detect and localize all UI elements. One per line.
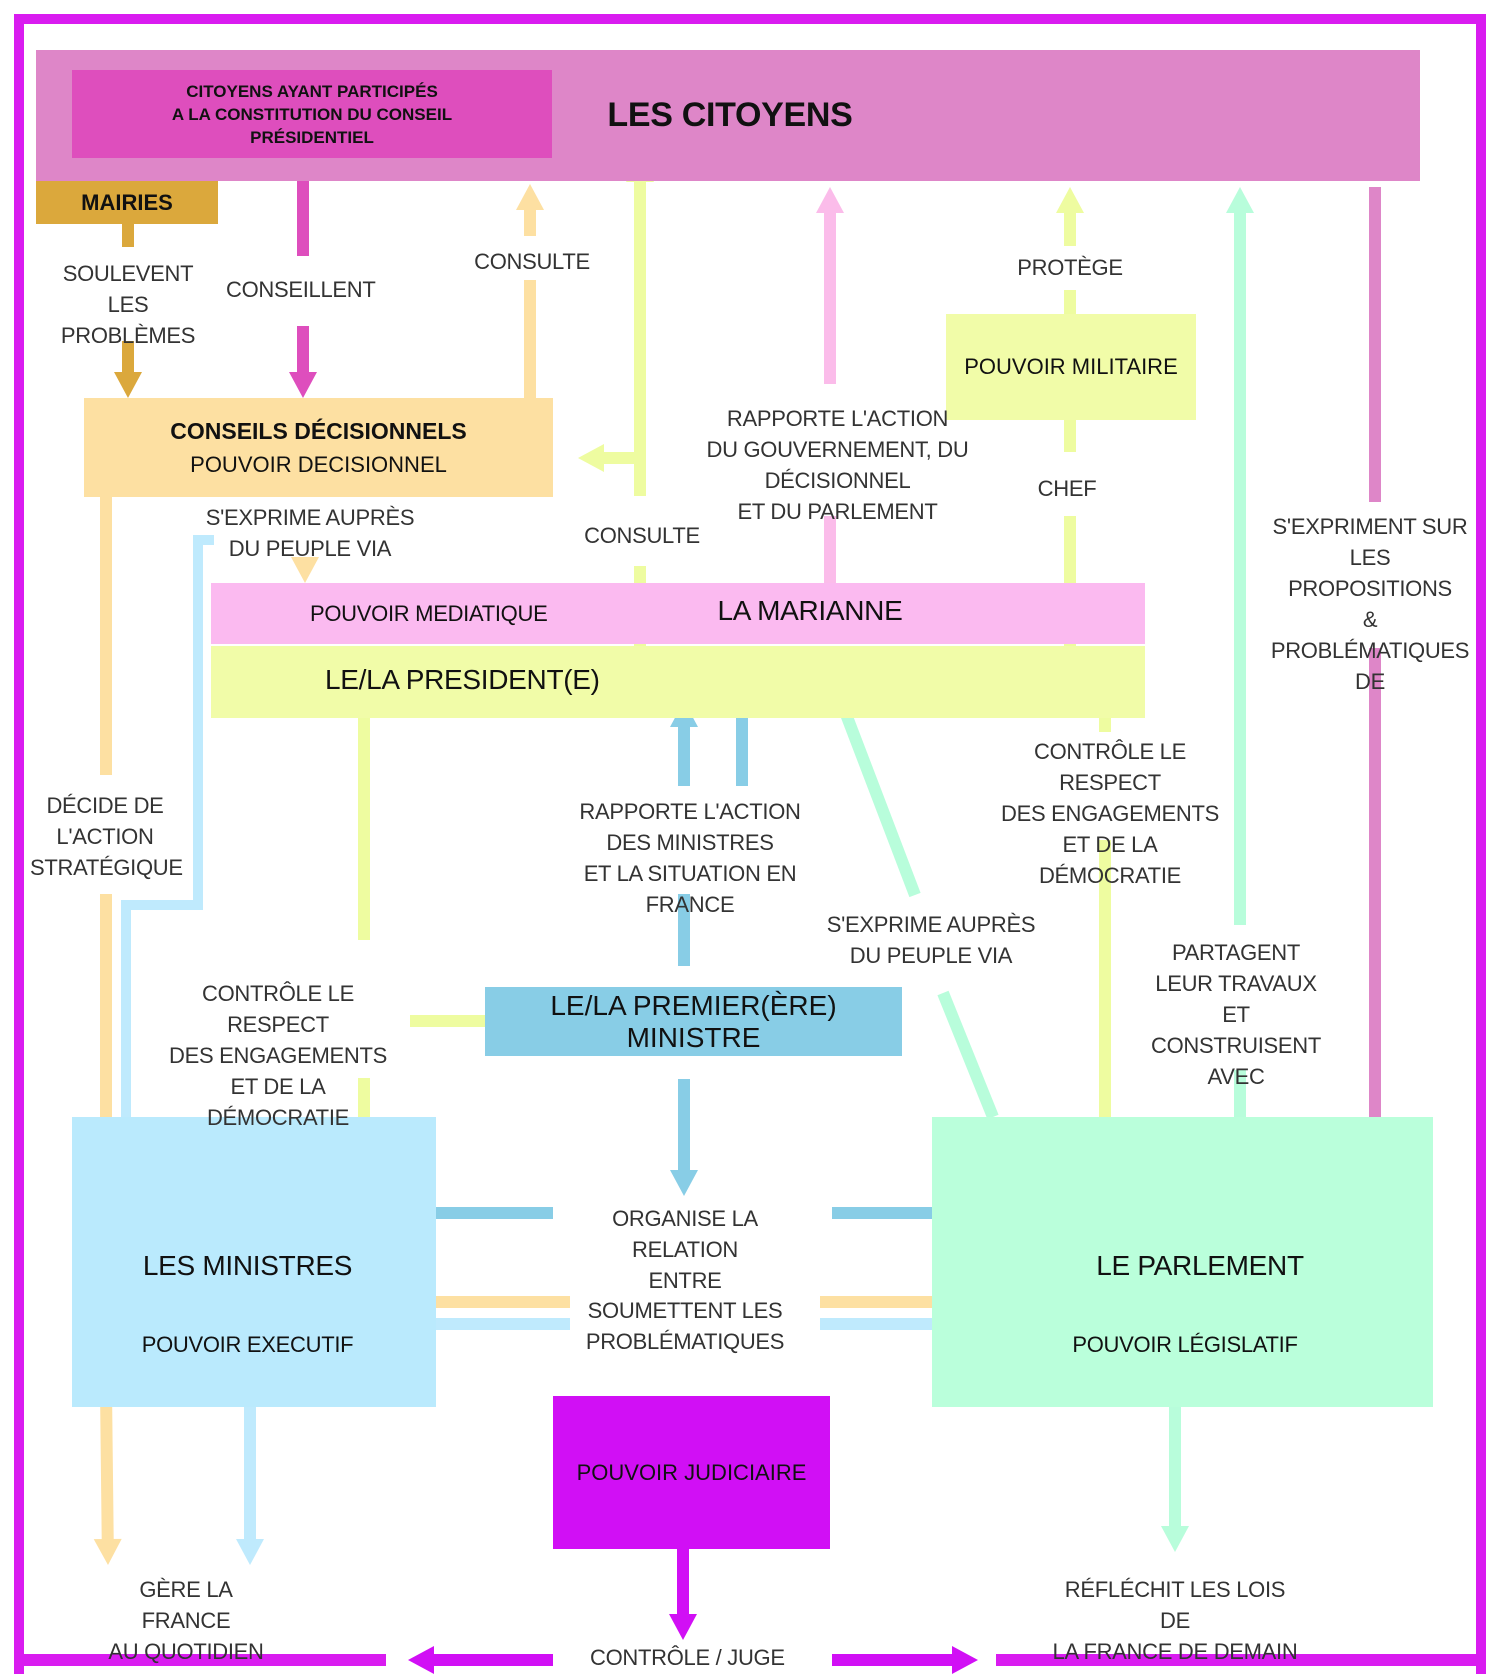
- arrow-consulte-mid-c: [578, 444, 640, 472]
- arrow-juge-down: [669, 1549, 697, 1640]
- pouvoir-mediatique-label: POUVOIR MEDIATIQUE: [310, 601, 548, 626]
- arrow-mairies-down-b: [114, 341, 142, 398]
- outer-frame: [14, 14, 1486, 1674]
- label-soulevent: SOULEVENT LES PROBLÈMES: [60, 261, 196, 348]
- pouvoir-judiciaire-box: POUVOIR JUDICIAIRE: [553, 1396, 830, 1549]
- label-decide: DÉCIDE DE L'ACTION STRATÉGIQUE: [30, 793, 183, 880]
- pouvoir-militaire-box: POUVOIR MILITAIRE: [946, 314, 1196, 420]
- conseils-box: CONSEILS DÉCISIONNELS POUVOIR DECISIONNE…: [84, 398, 553, 497]
- arrow-protege-b: [1056, 187, 1084, 246]
- ministres-title: LES MINISTRES: [142, 1250, 353, 1281]
- marianne-label: LA MARIANNE: [717, 595, 903, 626]
- arrow-juge-right: [832, 1646, 978, 1674]
- label-sexprime-conseils: S'EXPRIME AUPRÈS DU PEUPLE VIA: [205, 505, 415, 561]
- label-rapporte-ministres: RAPPORTE L'ACTION DES MINISTRES ET LA SI…: [579, 799, 801, 917]
- mediatique-band: [211, 583, 1145, 644]
- arrow-organise-down: [670, 1079, 698, 1196]
- frame-bottom-right: [996, 1654, 1486, 1666]
- arrow-rapporte-gouv-b: [816, 187, 844, 384]
- premier-ministre-box: LE/LA PREMIER(ÈRE) MINISTRE: [485, 987, 902, 1056]
- ministres-subtitle: POUVOIR EXECUTIF: [141, 1332, 354, 1357]
- label-partagent: PARTAGENT LEUR TRAVAUX ET CONSTRUISENT A…: [1151, 940, 1321, 1089]
- label-protege: PROTÈGE: [1017, 255, 1123, 280]
- arrow-juge-left: [408, 1646, 553, 1674]
- label-controle-ministres: CONTRÔLE LE RESPECT DES ENGAGEMENTS ET D…: [169, 981, 387, 1130]
- arrow-ministres-mediatique: [121, 535, 214, 1117]
- label-chef: CHEF: [1037, 476, 1097, 501]
- president-label: LE/LA PRESIDENT(E): [325, 664, 600, 695]
- label-reflechit: RÉFLÉCHIT LES LOIS DE LA FRANCE DE DEMAI…: [1052, 1577, 1298, 1664]
- arrow-sexprime-conseils: [291, 557, 319, 583]
- mairies-box: MAIRIES: [36, 181, 218, 224]
- label-organise: ORGANISE LA RELATION ENTRE: [612, 1206, 758, 1293]
- arrow-consulte-top-b: [516, 184, 544, 236]
- parlement-subtitle: POUVOIR LÉGISLATIF: [1072, 1332, 1298, 1357]
- label-controle-parlement: CONTRÔLE LE RESPECT DES ENGAGEMENTS ET D…: [1001, 739, 1219, 888]
- label-rapporte-gouvernement: RAPPORTE L'ACTION DU GOUVERNEMENT, DU DÉ…: [706, 406, 969, 524]
- citoyens-title: LES CITOYENS: [607, 96, 853, 134]
- arrow-conseillent-b: [289, 326, 317, 398]
- conseils-subtitle: POUVOIR DECISIONNEL: [190, 451, 447, 477]
- arrow-sexpriment-b: [1361, 648, 1389, 1172]
- frame-bottom-left: [14, 1654, 386, 1666]
- label-consulte-top: CONSULTE: [474, 249, 590, 274]
- label-sexprime-parlement: S'EXPRIME AUPRÈS DU PEUPLE VIA: [826, 912, 1036, 968]
- parlement-box: [932, 1117, 1433, 1407]
- arrow-reflechit: [1161, 1407, 1189, 1552]
- label-gere: GÈRE LA FRANCE AU QUOTIDIEN: [108, 1577, 264, 1664]
- arrow-sexprime-parl-a: [937, 990, 999, 1120]
- label-consulte-mid: CONSULTE: [584, 523, 700, 548]
- parlement-title: LE PARLEMENT: [1096, 1250, 1304, 1281]
- label-controle-juge: CONTRÔLE / JUGE: [590, 1645, 785, 1670]
- ministres-box: [72, 1117, 436, 1407]
- arrow-partagent-b: [1226, 187, 1254, 925]
- president-band: [211, 646, 1145, 718]
- citoyens-participants-box: CITOYENS AYANT PARTICIPÉS A LA CONSTITUT…: [72, 70, 552, 158]
- label-soumettent: SOUMETTENT LES PROBLÉMATIQUES: [585, 1298, 785, 1354]
- label-conseillent: CONSEILLENT: [226, 277, 376, 302]
- arrow-gere-blue: [236, 1407, 264, 1565]
- label-sexpriment-sur: S'EXPRIMENT SUR LES PROPOSITIONS & PROBL…: [1270, 514, 1470, 694]
- conseils-title: CONSEILS DÉCISIONNELS: [170, 417, 467, 444]
